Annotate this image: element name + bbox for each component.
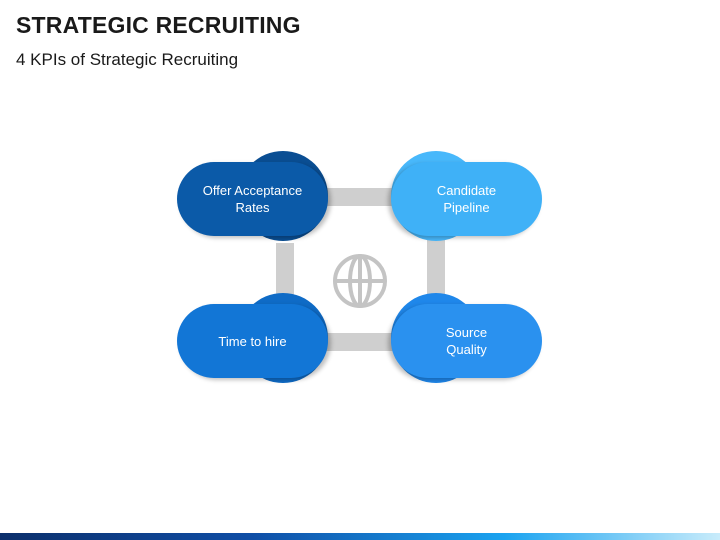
connector-bottom — [325, 333, 395, 351]
node-pill — [177, 162, 328, 236]
node-pill — [391, 304, 542, 378]
kpi-node-candidate-pipeline: Candidate Pipeline — [391, 151, 542, 241]
page-subtitle: 4 KPIs of Strategic Recruiting — [16, 50, 239, 69]
connector-right — [427, 236, 445, 298]
connector-top — [325, 188, 395, 206]
kpi-node-time-to-hire: Time to hire — [177, 293, 328, 383]
globe-icon — [333, 254, 387, 308]
kpi-node-source-quality: Source Quality — [391, 293, 542, 383]
node-label: Offer Acceptance Rates — [202, 183, 303, 215]
page-title: STRATEGIC RECRUITING — [16, 12, 301, 38]
node-label: Time to hire — [218, 333, 287, 349]
footer-gradient-bar — [0, 533, 720, 540]
kpi-node-offer-acceptance-rates: Offer Acceptance Rates — [177, 151, 328, 241]
connector-left — [276, 243, 294, 303]
node-label: Candidate Pipeline — [436, 183, 497, 215]
node-pill — [391, 162, 542, 236]
node-label: Source Quality — [445, 325, 488, 357]
node-pill — [177, 304, 328, 378]
